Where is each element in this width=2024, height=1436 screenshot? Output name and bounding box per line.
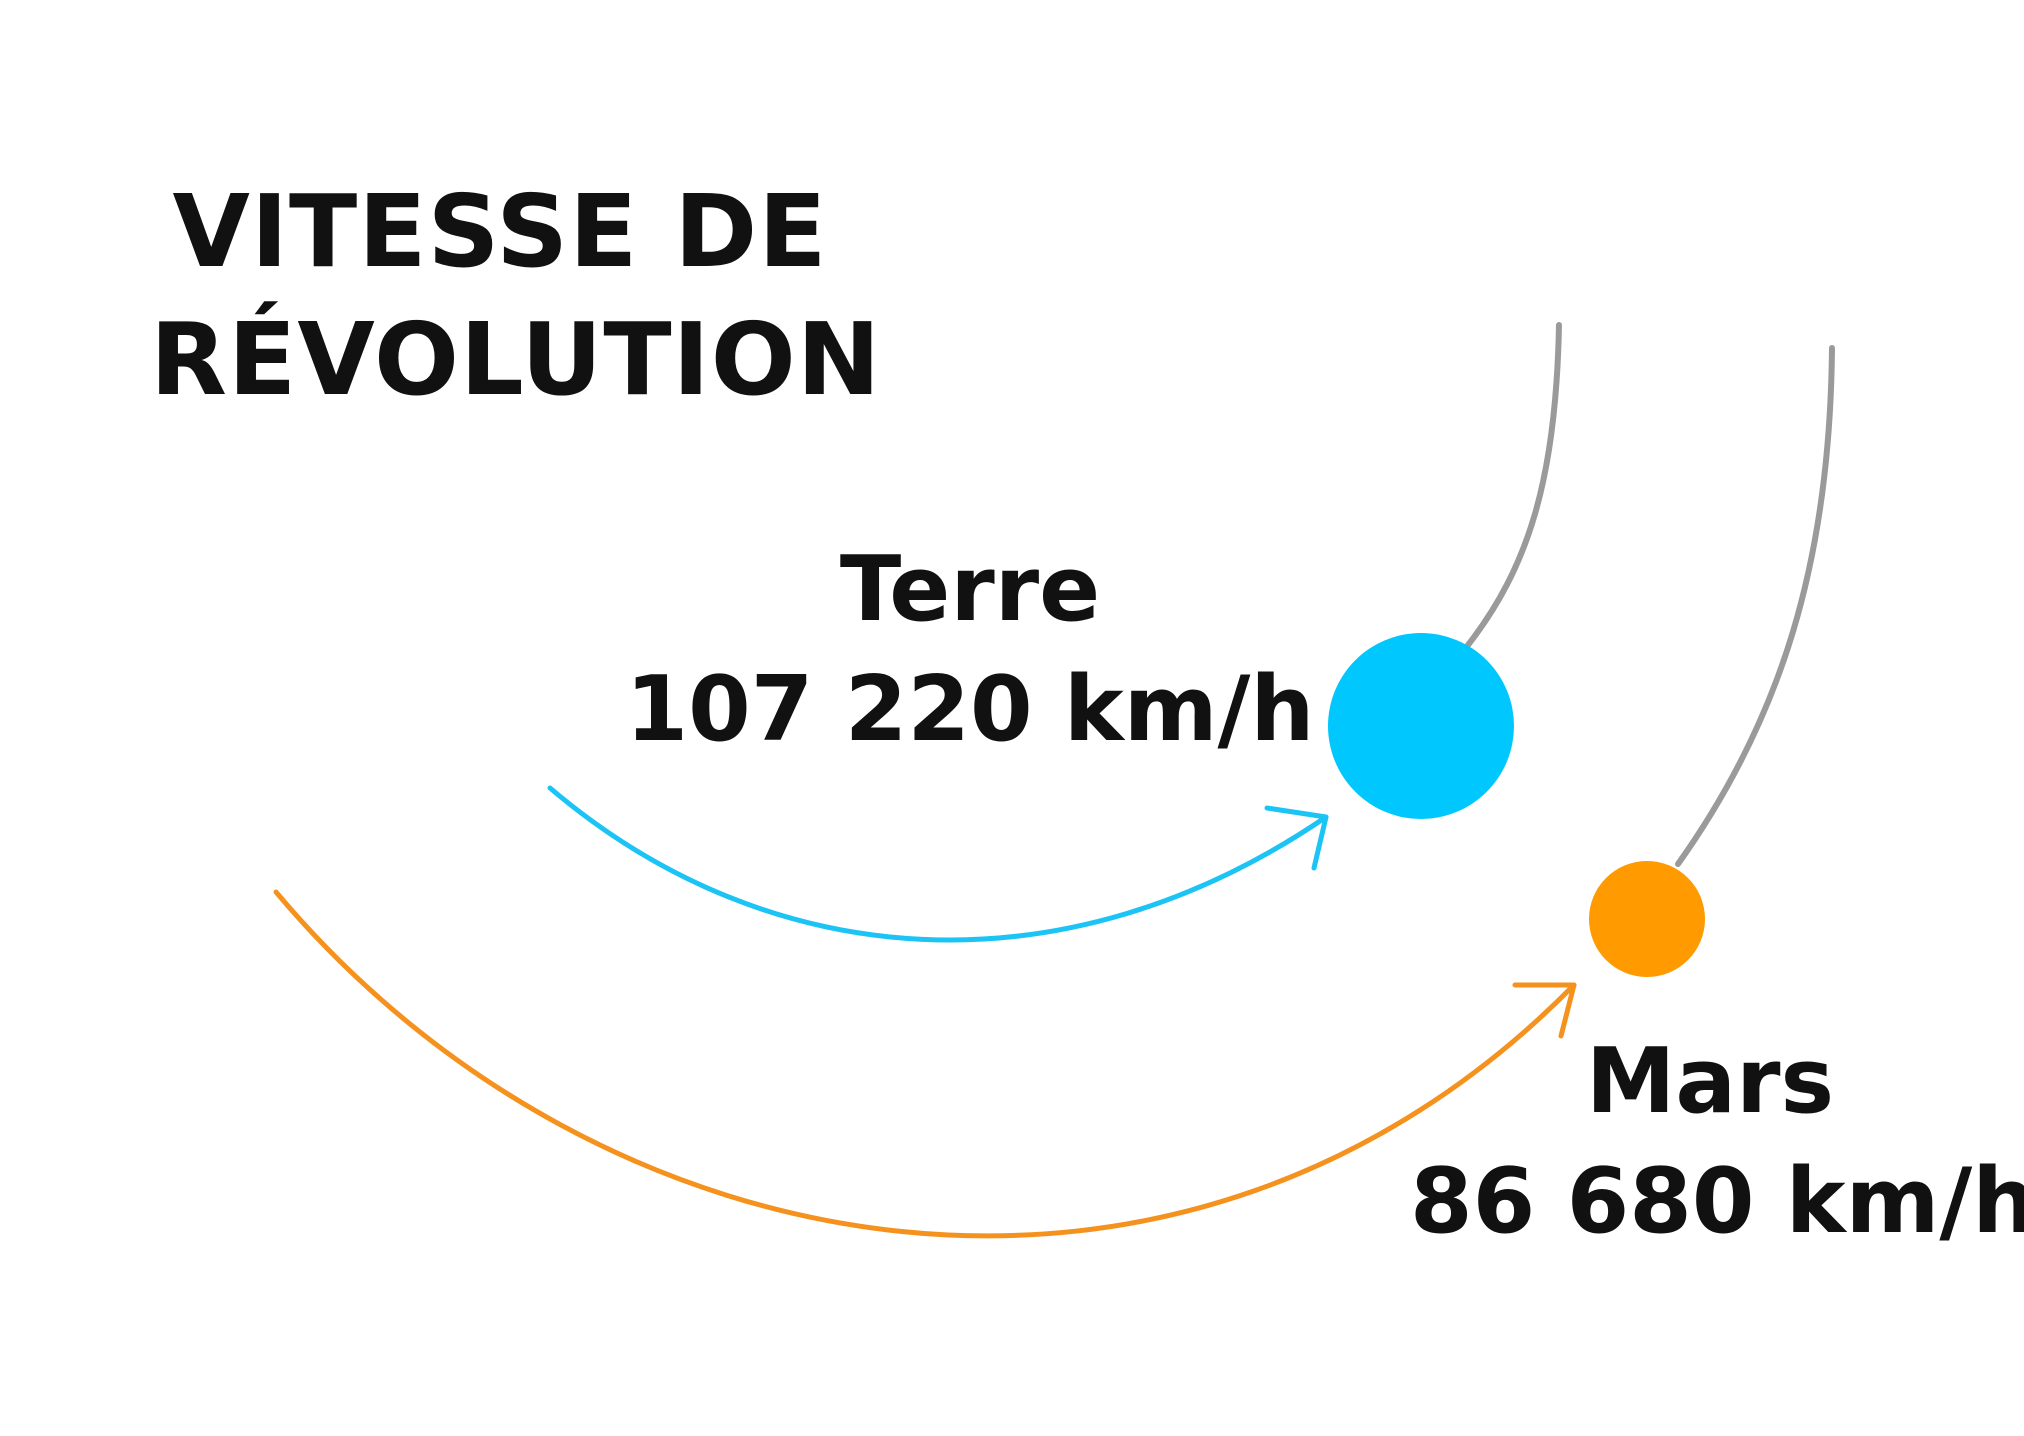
earth-arrow-head xyxy=(1264,805,1329,871)
mars-speed: 86 680 km/h xyxy=(1410,1149,2024,1254)
earth-orbit-line xyxy=(1465,322,1562,648)
mars-name: Mars xyxy=(1585,1029,1835,1134)
earth-planet xyxy=(1328,633,1514,819)
title-line-2: RÉVOLUTION xyxy=(150,301,882,418)
mars-arrow-head xyxy=(1512,982,1577,1039)
diagram-title: VITESSE DE RÉVOLUTION xyxy=(150,168,882,424)
mars-label: Mars 86 680 km/h xyxy=(1410,1022,2024,1262)
earth-name: Terre xyxy=(839,537,1101,642)
title-line-1: VITESSE DE xyxy=(172,173,828,290)
earth-motion-arc xyxy=(547,785,1329,943)
earth-label: Terre 107 220 km/h xyxy=(620,530,1320,770)
mars-orbit-line xyxy=(1675,345,1835,867)
mars-planet xyxy=(1589,861,1705,977)
earth-speed: 107 220 km/h xyxy=(625,657,1315,762)
mars-motion-arc xyxy=(273,889,1577,1239)
